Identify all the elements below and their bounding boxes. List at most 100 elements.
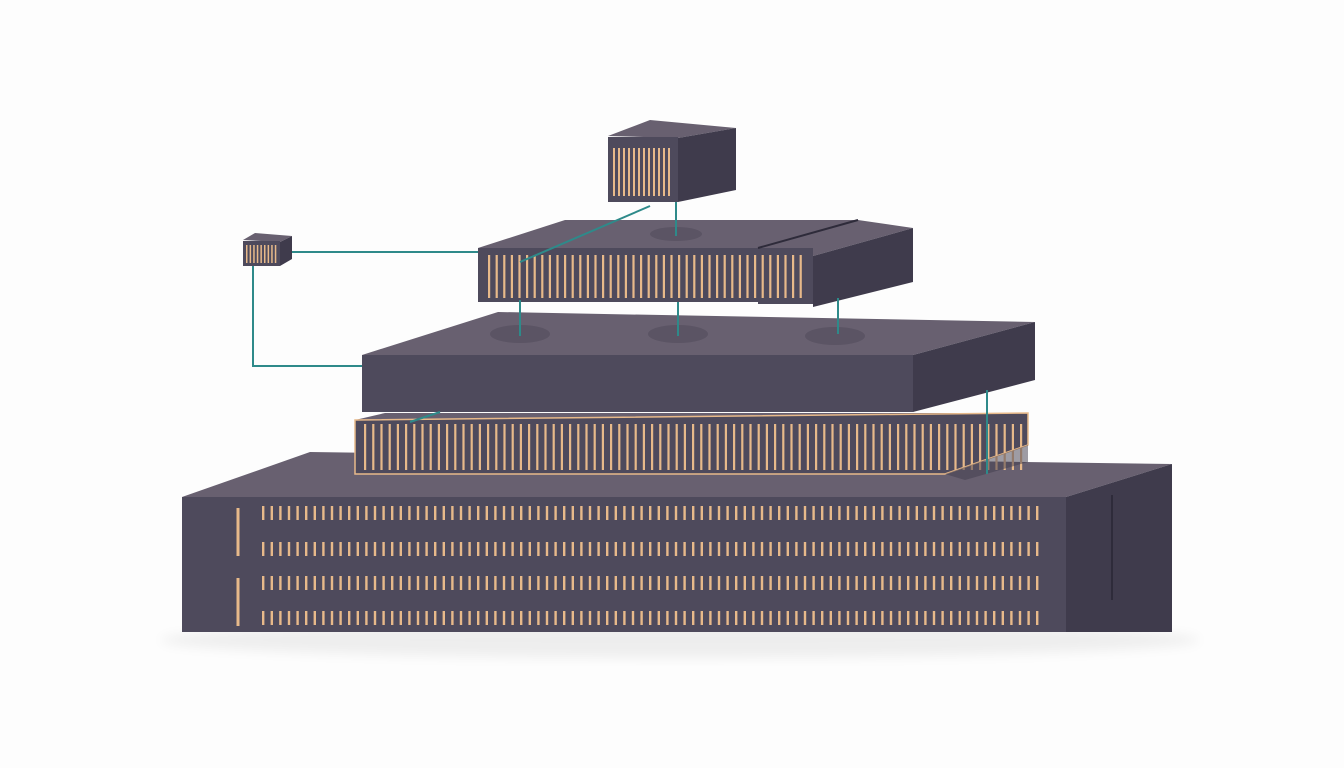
base-vent-slot	[726, 576, 729, 590]
base-vent-slot	[932, 576, 936, 590]
base-vent-slot	[872, 576, 875, 590]
base-vent-slot	[373, 576, 377, 590]
tray-vent-slot	[503, 424, 506, 470]
base-vent-slot	[322, 576, 325, 590]
upper-vent-slot	[754, 255, 757, 298]
base-vent-slot	[356, 506, 359, 520]
base-vent-slot	[984, 542, 987, 556]
base-vent-slot	[907, 576, 910, 590]
base-vent-slot	[993, 542, 996, 556]
tray-vent-slot	[626, 424, 629, 470]
base-vent-slot	[528, 506, 531, 520]
base-vent-slot	[365, 542, 368, 556]
top-cube-vent-slot	[633, 148, 635, 196]
tray-vent-slot	[429, 424, 432, 470]
base-vent-slot	[373, 506, 377, 520]
base-vent-slot	[545, 506, 549, 520]
base-vent-slot	[795, 576, 798, 590]
tray-vent-slot	[880, 424, 883, 470]
tray-vent-slot	[823, 424, 826, 470]
base-vent-slot	[1018, 611, 1022, 625]
tray-vent-slot	[987, 424, 990, 470]
tray-vent-slot	[774, 424, 777, 470]
base-vent-slot	[408, 506, 411, 520]
base-vent-slot	[864, 611, 867, 625]
base-vent-slot	[760, 611, 764, 625]
base-vent-slot	[898, 542, 901, 556]
base-vent-slot	[821, 611, 824, 625]
tray-vent-slot	[708, 424, 711, 470]
tray-vent-slot	[675, 424, 678, 470]
tray-vent-slot	[790, 424, 793, 470]
base-vent-slot	[434, 611, 437, 625]
base-vent-slot	[821, 542, 824, 556]
base-vent-slot	[855, 542, 858, 556]
base-vent-slot	[494, 576, 497, 590]
top-cube	[608, 120, 736, 202]
tray-vent-slot	[724, 424, 727, 470]
tray-vent-slot	[938, 424, 941, 470]
base-vent-slot	[760, 576, 764, 590]
base-vent-slot	[752, 576, 755, 590]
base-vent-slot	[563, 542, 566, 556]
base-vent-slot	[399, 542, 402, 556]
base-vent-slot	[769, 542, 772, 556]
base-vent-slot	[812, 542, 815, 556]
base-vent-slot	[683, 506, 686, 520]
upper-vent-slot	[685, 255, 688, 298]
base-vent-slot	[442, 506, 445, 520]
base-vent-slot	[786, 506, 789, 520]
base-vent-slot	[528, 576, 531, 590]
base-vent-slot	[563, 576, 566, 590]
base-vent-slot	[511, 506, 514, 520]
base-vent-slot	[416, 542, 420, 556]
base-vent-slot	[795, 506, 798, 520]
base-vent-slot	[700, 576, 703, 590]
base-vent-slot	[365, 506, 368, 520]
base-vent-slot	[778, 542, 781, 556]
base-vent-slot	[330, 611, 334, 625]
tray-vent-slot	[593, 424, 596, 470]
base-vent-slot	[296, 611, 299, 625]
upper-vent-slot	[556, 255, 559, 298]
upper-vent-slot	[746, 255, 749, 298]
tray-vent-slot	[1003, 424, 1006, 470]
top-cube-vent-slot	[653, 148, 655, 196]
base-vent-slot	[270, 611, 273, 625]
base-vent-slot	[838, 611, 841, 625]
tray-vent-slot	[560, 424, 563, 470]
base-vent-slot	[941, 542, 944, 556]
upper-vent-slot	[533, 255, 536, 298]
base-vent-slot	[889, 542, 893, 556]
base-vent-slot	[743, 576, 746, 590]
upper-vent-slot	[510, 255, 513, 298]
base-vent-slot	[631, 611, 635, 625]
base-vent-slot	[958, 506, 961, 520]
base-vent-slot	[846, 576, 850, 590]
upper-vent-slot	[784, 255, 787, 298]
base-vent-slot	[967, 542, 970, 556]
tray-vent-slot	[692, 424, 695, 470]
base-vent-slot	[915, 506, 918, 520]
base-vent-slot	[649, 611, 652, 625]
base-vent-slot	[803, 506, 807, 520]
tray-vent-slot	[413, 424, 416, 470]
small-cube-vent-slot	[271, 245, 273, 263]
base-vent-slot	[631, 576, 635, 590]
base-vent-slot	[1010, 611, 1013, 625]
base-vent-slot	[967, 576, 970, 590]
base-vent-slot	[829, 611, 832, 625]
base-vent-slot	[279, 611, 282, 625]
base-vent-slot	[459, 576, 463, 590]
upper-vent-slot	[617, 255, 620, 298]
base-vent-slot	[657, 611, 660, 625]
base-vent-slot	[348, 506, 351, 520]
base-vent-slot	[434, 542, 437, 556]
base-vent-slot	[743, 611, 746, 625]
top-cube-vent-slot	[658, 148, 660, 196]
upper-vent-slot	[602, 255, 605, 298]
base-vent-slot	[502, 506, 506, 520]
base-vent-slot	[580, 576, 583, 590]
base-vent-slot	[735, 611, 738, 625]
base-vent-slot	[657, 542, 660, 556]
